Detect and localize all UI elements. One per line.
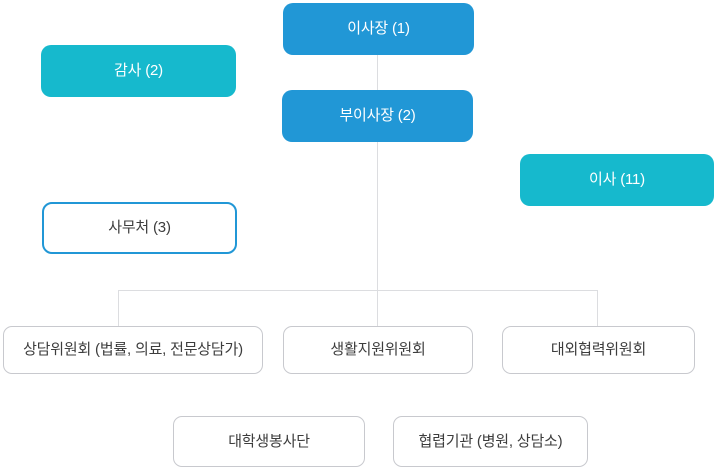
org-node-living-support-committee-label: 생활지원위원회 xyxy=(330,341,426,358)
connector-chairman-to-vice-chairman xyxy=(377,55,378,90)
connector-drop-external-cooperation-committee xyxy=(597,290,598,326)
org-node-partner-institutions-label: 협렵기관 (병원, 상담소) xyxy=(418,432,563,450)
org-node-secretariat-label: 사무처 (3) xyxy=(108,219,171,236)
connector-vice-chairman-trunk xyxy=(377,142,378,290)
org-node-living-support-committee: 생활지원위원회 xyxy=(283,326,473,374)
org-node-partner-institutions: 협렵기관 (병원, 상담소) xyxy=(393,416,588,467)
org-node-external-cooperation-committee-label: 대외협력위원회 xyxy=(550,341,647,358)
org-node-university-volunteer-corps-label: 대학생봉사단 xyxy=(228,432,310,450)
org-node-university-volunteer-corps: 대학생봉사단 xyxy=(173,416,365,467)
org-node-vice-chairman-label: 부이사장 (2) xyxy=(339,107,416,124)
org-node-auditor: 감사 (2) xyxy=(41,45,236,97)
org-node-auditor-label: 감사 (2) xyxy=(114,62,163,79)
connector-branch-bar xyxy=(118,290,598,291)
org-node-external-cooperation-committee: 대외협력위원회 xyxy=(502,326,695,374)
org-node-secretariat: 사무처 (3) xyxy=(42,202,237,254)
org-node-chairman: 이사장 (1) xyxy=(283,3,474,55)
org-node-chairman-label: 이사장 (1) xyxy=(347,20,410,37)
connector-drop-counseling-committee xyxy=(118,290,119,326)
org-node-counseling-committee-label: 상담위원회 (법률, 의료, 전문상담가) xyxy=(23,341,243,358)
org-node-director: 이사 (11) xyxy=(520,154,714,206)
connector-drop-living-support-committee xyxy=(377,290,378,326)
org-node-director-label: 이사 (11) xyxy=(589,171,645,188)
org-node-counseling-committee: 상담위원회 (법률, 의료, 전문상담가) xyxy=(3,326,263,374)
org-node-vice-chairman: 부이사장 (2) xyxy=(282,90,473,142)
